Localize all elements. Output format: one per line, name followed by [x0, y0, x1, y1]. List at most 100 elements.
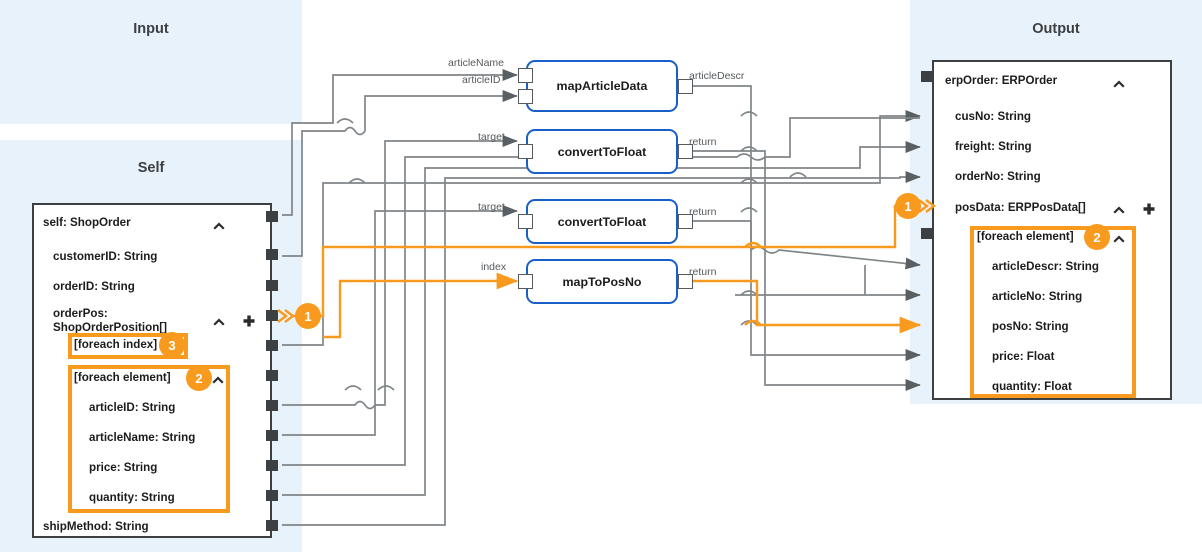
self-foreach-element-row: [foreach element]	[34, 371, 270, 387]
port-label: target	[478, 131, 505, 143]
output-array-field-row[interactable]: posData: ERPPosData[]	[934, 201, 1170, 217]
output-card-header-label: erpOrder: ERPOrder	[945, 74, 1058, 87]
self-trailing-field-label: shipMethod: String	[43, 520, 149, 533]
badge-self-array: 1	[295, 303, 321, 329]
output-field-row[interactable]: cusNo: String	[934, 110, 1170, 126]
output-field-label: orderNo: String	[955, 170, 1041, 183]
self-foreach-index-label: [foreach index]	[74, 338, 158, 351]
badge-output-foreach-element: 2	[1084, 224, 1110, 250]
port-label: articleDescr	[689, 70, 745, 82]
input-pane-title: Input	[133, 21, 169, 37]
output-port-square[interactable]	[921, 71, 933, 82]
output-element-field-label: quantity: Float	[992, 380, 1072, 393]
self-port-square[interactable]	[266, 460, 278, 471]
port-label: return	[689, 206, 717, 218]
node-output-port[interactable]	[678, 274, 693, 289]
self-card-header[interactable]: self: ShopOrder	[34, 216, 270, 232]
port-label: return	[689, 266, 717, 278]
self-port-square[interactable]	[266, 520, 278, 531]
output-element-field-row[interactable]: posNo: String	[934, 320, 1170, 336]
self-object-card: self: ShopOrder customerID: String order…	[32, 203, 272, 538]
self-pane-title: Self	[137, 160, 165, 176]
port-label: index	[481, 261, 507, 273]
self-port-square[interactable]	[266, 430, 278, 441]
self-port-square[interactable]	[266, 249, 278, 260]
self-trailing-field-row[interactable]: shipMethod: String	[34, 520, 270, 536]
badge-self-foreach-index: 3	[159, 332, 185, 358]
output-foreach-element-row: [foreach element]	[934, 230, 1170, 246]
node-input-port[interactable]	[518, 68, 533, 83]
self-foreach-element-highlight[interactable]	[68, 365, 230, 513]
badge-self-foreach-element: 2	[186, 365, 212, 391]
self-array-field-label-line1: orderPos:	[53, 307, 108, 320]
caret-up-icon[interactable]	[1112, 77, 1126, 91]
node-input-port[interactable]	[518, 214, 533, 229]
output-pane-title: Output	[1032, 21, 1080, 37]
self-field-label: orderID: String	[53, 280, 135, 293]
self-port-square[interactable]	[266, 310, 278, 321]
caret-up-icon[interactable]	[211, 373, 225, 387]
output-element-field-row[interactable]: articleDescr: String	[934, 260, 1170, 276]
node-output-port[interactable]	[678, 79, 693, 94]
output-foreach-element-highlight[interactable]	[970, 226, 1136, 398]
caret-up-icon[interactable]	[212, 315, 226, 329]
output-element-field-label: articleNo: String	[992, 290, 1083, 303]
port-label: articleID	[462, 74, 501, 86]
self-port-square[interactable]	[266, 370, 278, 381]
self-element-field-row[interactable]: quantity: String	[34, 491, 270, 507]
function-node-label: mapArticleData	[556, 79, 648, 93]
self-element-field-row[interactable]: articleName: String	[34, 431, 270, 447]
output-field-label: cusNo: String	[955, 110, 1032, 123]
output-field-label: freight: String	[955, 140, 1032, 153]
output-foreach-element-label: [foreach element]	[977, 230, 1074, 243]
plus-icon[interactable]	[242, 314, 256, 328]
output-element-field-label: articleDescr: String	[992, 260, 1099, 273]
function-node-convertToFloat-2[interactable]: convertToFloat	[526, 199, 678, 244]
self-element-field-label: price: String	[89, 461, 158, 474]
self-array-field-label-line2: ShopOrderPosition[]	[53, 321, 168, 334]
function-node-mapToPosNo[interactable]: mapToPosNo	[526, 259, 678, 304]
caret-up-icon[interactable]	[1112, 203, 1126, 217]
node-output-port[interactable]	[678, 144, 693, 159]
node-input-port[interactable]	[518, 274, 533, 289]
self-field-row[interactable]: orderID: String	[34, 280, 270, 296]
self-card-header-label: self: ShopOrder	[43, 216, 131, 229]
output-element-field-label: price: Float	[992, 350, 1055, 363]
self-element-field-label: articleID: String	[89, 401, 176, 414]
output-port-square[interactable]	[921, 228, 933, 239]
self-element-field-row[interactable]: price: String	[34, 461, 270, 477]
self-port-square[interactable]	[266, 340, 278, 351]
caret-up-icon[interactable]	[212, 219, 226, 233]
node-input-port[interactable]	[518, 89, 533, 104]
output-card-header[interactable]: erpOrder: ERPOrder	[934, 74, 1170, 90]
output-element-field-row[interactable]: price: Float	[934, 350, 1170, 366]
plus-icon[interactable]	[1142, 202, 1156, 216]
function-node-mapArticleData[interactable]: mapArticleData	[526, 60, 678, 112]
self-field-row[interactable]: customerID: String	[34, 250, 270, 266]
port-label: articleName	[448, 57, 505, 69]
node-input-port[interactable]	[518, 144, 533, 159]
node-output-port[interactable]	[678, 214, 693, 229]
self-port-square[interactable]	[266, 280, 278, 291]
self-element-field-label: articleName: String	[89, 431, 196, 444]
self-field-label: customerID: String	[53, 250, 158, 263]
self-array-field-row[interactable]: orderPos: ShopOrderPosition[]	[34, 307, 270, 337]
output-array-field-label: posData: ERPPosData[]	[955, 201, 1086, 214]
self-port-square[interactable]	[266, 400, 278, 411]
self-port-square[interactable]	[266, 490, 278, 501]
function-node-label: convertToFloat	[557, 144, 647, 159]
self-port-square[interactable]	[266, 211, 278, 222]
output-object-card: erpOrder: ERPOrder cusNo: String freight…	[932, 60, 1172, 400]
output-element-field-row[interactable]: articleNo: String	[934, 290, 1170, 306]
self-foreach-element-label: [foreach element]	[74, 371, 171, 384]
port-label: target	[478, 201, 505, 213]
output-field-row[interactable]: orderNo: String	[934, 170, 1170, 186]
caret-up-icon[interactable]	[1112, 232, 1126, 246]
self-foreach-index-highlight[interactable]	[68, 333, 188, 359]
function-node-convertToFloat-1[interactable]: convertToFloat	[526, 129, 678, 174]
output-element-field-row[interactable]: quantity: Float	[934, 380, 1170, 396]
function-node-label: convertToFloat	[557, 214, 647, 229]
self-element-field-row[interactable]: articleID: String	[34, 401, 270, 417]
output-field-row[interactable]: freight: String	[934, 140, 1170, 156]
